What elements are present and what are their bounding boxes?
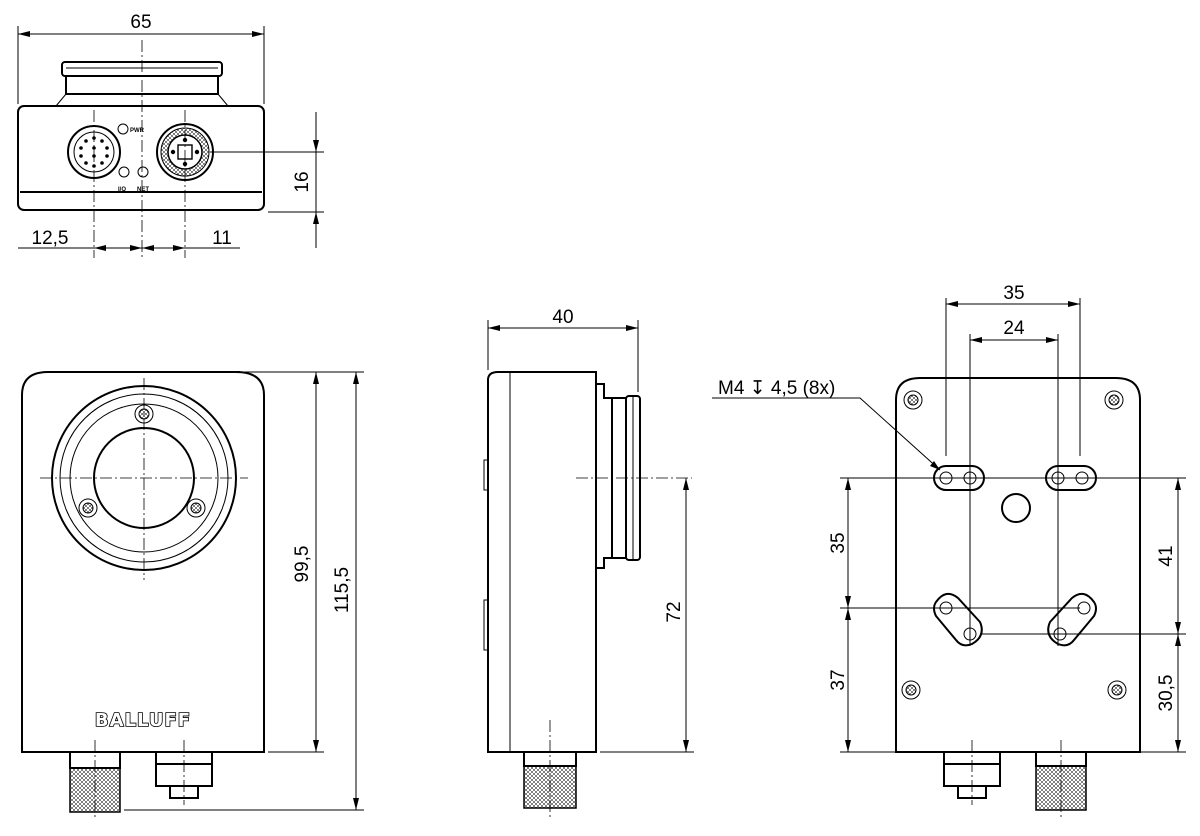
dim-width-top: 65 bbox=[130, 12, 151, 33]
rear-screws bbox=[901, 390, 1127, 700]
dim-left-lower: 37 bbox=[828, 669, 849, 690]
dim-depth: 40 bbox=[552, 307, 573, 328]
rear-center-port bbox=[1001, 493, 1031, 523]
dim-height-inner: 99,5 bbox=[292, 546, 313, 583]
top-view: PWR I/O NET 65 16 12,5 11 bbox=[17, 12, 324, 258]
dim-outer-spacing: 35 bbox=[1003, 283, 1024, 304]
thread-callout: M4 ↧ 4,5 (8x) bbox=[718, 378, 835, 399]
dim-offset-right: 11 bbox=[212, 228, 232, 249]
side-view: 40 72 bbox=[483, 307, 694, 820]
dim-left-upper: 35 bbox=[828, 532, 849, 553]
led-label-net: NET bbox=[137, 187, 149, 193]
dim-axis-height: 72 bbox=[664, 601, 685, 622]
dim-right-upper: 41 bbox=[1156, 545, 1177, 566]
led-pwr bbox=[117, 123, 129, 135]
housing-top bbox=[17, 105, 265, 211]
lens-side bbox=[596, 383, 613, 569]
led-net bbox=[137, 166, 149, 178]
brand-logo: BALLUFF bbox=[95, 710, 191, 731]
housing-side bbox=[487, 371, 597, 753]
housing-rear bbox=[895, 377, 1141, 753]
dim-height-top: 16 bbox=[292, 171, 313, 192]
dim-height-total: 115,5 bbox=[332, 567, 353, 613]
dim-right-lower: 30,5 bbox=[1156, 675, 1177, 712]
mounting-slots bbox=[933, 465, 1097, 647]
dim-inner-spacing: 24 bbox=[1003, 318, 1025, 339]
front-view: BALLUFF 99,5 115,5 bbox=[21, 371, 364, 820]
led-label-io: I/O bbox=[118, 187, 126, 193]
rear-view: 35 24 M4 ↧ 4,5 (8x) 35 37 41 30,5 bbox=[712, 283, 1186, 820]
dim-offset-left: 12,5 bbox=[32, 228, 69, 249]
led-label-pwr: PWR bbox=[130, 128, 145, 134]
led-io bbox=[118, 166, 130, 178]
